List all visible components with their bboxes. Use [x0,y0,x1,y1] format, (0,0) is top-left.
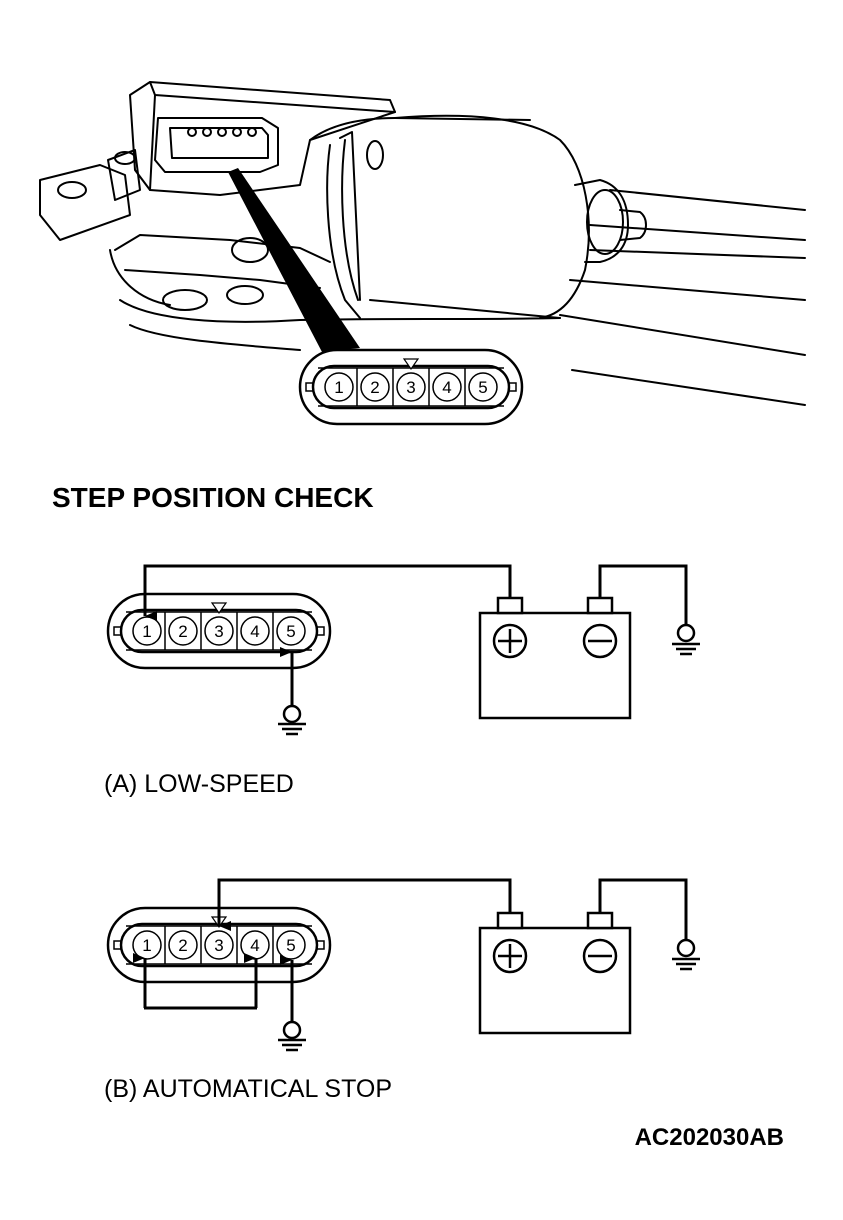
caption-auto-stop: (B) AUTOMATICAL STOP [104,1075,392,1103]
pin-4 [240,616,270,646]
pin-3-label: 3 [214,622,223,641]
pin-4-label: 4 [250,622,259,641]
pin-2-label: 2 [370,378,379,397]
connector-a: 1 2 3 4 5 [106,592,332,670]
circuit-low-speed: 1 2 3 4 5 [104,564,700,798]
negative-wire-a [598,564,688,625]
battery-b [478,911,632,1035]
pin-3-label: 3 [214,936,223,955]
pin-1-label: 1 [142,622,151,641]
ground-symbol [278,704,306,736]
pin-3-marker [402,358,420,371]
ground-symbol [672,623,700,656]
pin-1 [132,930,162,960]
pin-4-label: 4 [250,936,259,955]
pin-5-label: 5 [286,622,295,641]
ground-symbol [672,938,700,971]
pin-5-label: 5 [286,936,295,955]
negative-wire-b [598,878,688,940]
caption-low-speed: (A) LOW-SPEED [104,770,294,798]
pin-2 [168,616,198,646]
battery-a [478,596,632,720]
pin-2 [360,372,390,402]
pin-5-label: 5 [478,378,487,397]
pin-3-marker [210,602,228,615]
connector-b: 1 2 3 4 5 [106,906,332,984]
pin-1-label: 1 [334,378,343,397]
pin-2 [168,930,198,960]
pin-2-label: 2 [178,622,187,641]
callout-pointer [228,168,360,352]
pin-3 [204,616,234,646]
positive-wire-a [143,564,512,621]
ground-symbol [278,1020,306,1052]
connector-top: 1 2 3 4 5 [298,348,524,426]
pin-4-label: 4 [442,378,451,397]
pin-2-label: 2 [178,936,187,955]
pin-5 [276,616,306,646]
section-title: STEP POSITION CHECK [52,482,374,513]
pin-3-label: 3 [406,378,415,397]
pin-3 [396,372,426,402]
pin-1-label: 1 [142,936,151,955]
wiper-motor-illustration [39,81,806,406]
pin-5 [468,372,498,402]
positive-wire-b [217,878,512,931]
circuit-auto-stop: 1 2 3 4 5 [104,878,700,1103]
pin-4 [432,372,462,402]
pin-3 [204,930,234,960]
figure-code: AC202030AB [635,1124,784,1151]
pin-1 [324,372,354,402]
